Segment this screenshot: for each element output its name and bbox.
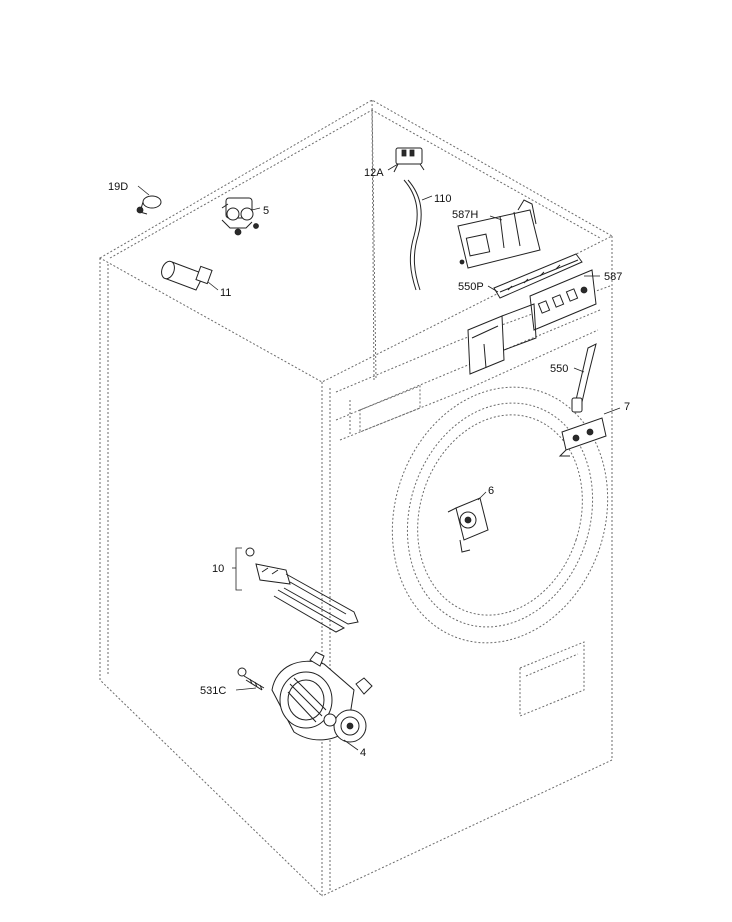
part-587-glyph <box>529 269 597 331</box>
label-550: 550 <box>550 363 568 375</box>
part-10-glyph <box>245 547 359 633</box>
part-550-glyph <box>571 343 597 413</box>
label-4: 4 <box>360 747 366 759</box>
dispenser-front-glyph <box>467 303 537 375</box>
label-5: 5 <box>263 205 269 217</box>
label-110: 110 <box>434 193 452 205</box>
label-550p: 550P <box>458 281 484 293</box>
label-12a: 12A <box>364 167 384 179</box>
part-531c-glyph <box>237 667 265 691</box>
part-550p-glyph <box>493 253 583 299</box>
cabinet-outline <box>98 99 614 897</box>
label-587h: 587H <box>452 209 478 221</box>
label-11: 11 <box>220 287 231 299</box>
label-6: 6 <box>488 485 494 497</box>
part-6-glyph <box>447 497 489 553</box>
part-587h-glyph <box>457 199 541 269</box>
part-110-glyph <box>403 179 422 291</box>
label-19d: 19D <box>108 181 128 193</box>
label-531c: 531C <box>200 685 226 697</box>
label-10: 10 <box>212 563 224 575</box>
label-587: 587 <box>604 271 622 283</box>
part-11-glyph <box>161 260 213 291</box>
part-5-glyph <box>221 197 259 236</box>
part-4-glyph <box>271 651 373 743</box>
part-19d-glyph <box>136 195 162 215</box>
label-7: 7 <box>624 401 630 413</box>
part-7-glyph <box>558 417 607 457</box>
part-12a-glyph <box>393 147 425 173</box>
